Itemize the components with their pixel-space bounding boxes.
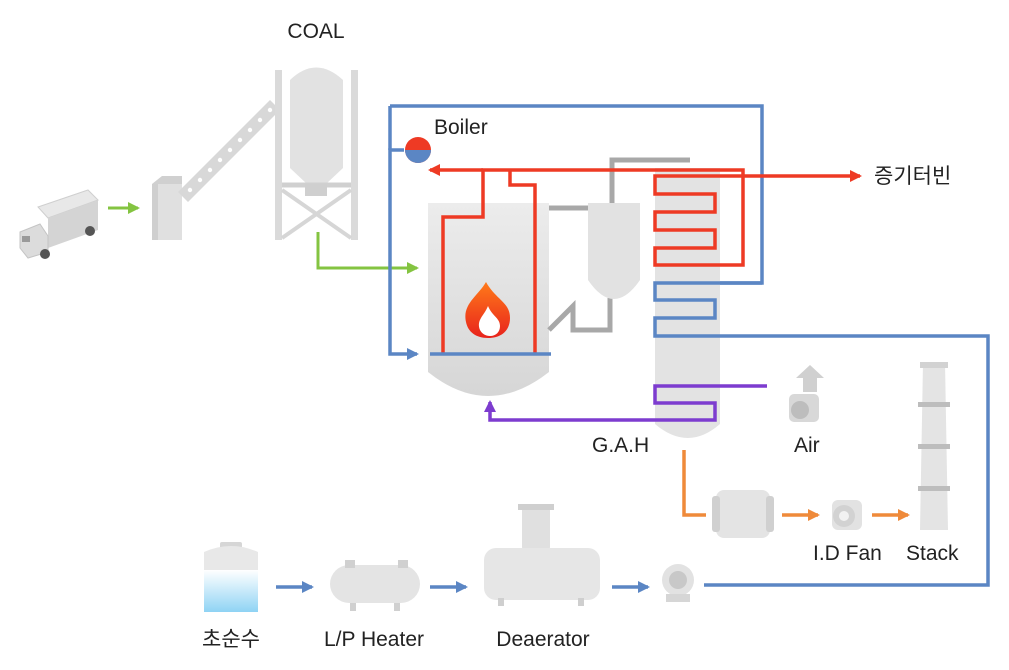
air-intake-icon <box>789 365 824 422</box>
deaerator <box>484 504 600 606</box>
truck-icon <box>19 189 99 259</box>
deaerator-label: Deaerator <box>496 628 589 651</box>
cyclone-separator <box>588 203 640 299</box>
air-preheat-coil <box>484 384 767 422</box>
electrostatic-precipitator <box>712 490 774 538</box>
turbine-label: 증기터빈 <box>874 165 951 188</box>
boiler-drum-water <box>405 150 431 163</box>
gas-duct-riser <box>609 157 690 203</box>
coal-label: COAL <box>287 20 344 43</box>
gas-duct-loop <box>547 298 613 333</box>
fan-icon <box>832 500 862 530</box>
gah-label: G.A.H <box>592 434 649 457</box>
pump-icon <box>662 564 694 602</box>
boiler-label: Boiler <box>434 116 488 139</box>
stack <box>918 362 950 530</box>
pure-water-label: 초순수 <box>202 628 260 651</box>
coal-conveyor <box>178 100 280 202</box>
air-label: Air <box>794 434 820 457</box>
lp-heater <box>330 560 420 611</box>
boiler-water-downcomer <box>388 148 419 360</box>
stack-label: Stack <box>906 542 959 565</box>
economizer-column <box>655 168 720 438</box>
pure-water-tank <box>204 542 258 612</box>
flame-icon <box>465 282 510 338</box>
coal-hopper <box>152 176 182 240</box>
id-fan-label: I.D Fan <box>813 542 882 565</box>
flue-gas-line <box>682 450 706 517</box>
economizer-coil <box>653 281 990 587</box>
steam-line-inner <box>508 170 537 354</box>
coal-feed-arrow <box>316 232 419 274</box>
coal-silo <box>275 67 358 240</box>
lp-heater-label: L/P Heater <box>324 628 424 651</box>
steam-line-furnace <box>441 168 745 354</box>
